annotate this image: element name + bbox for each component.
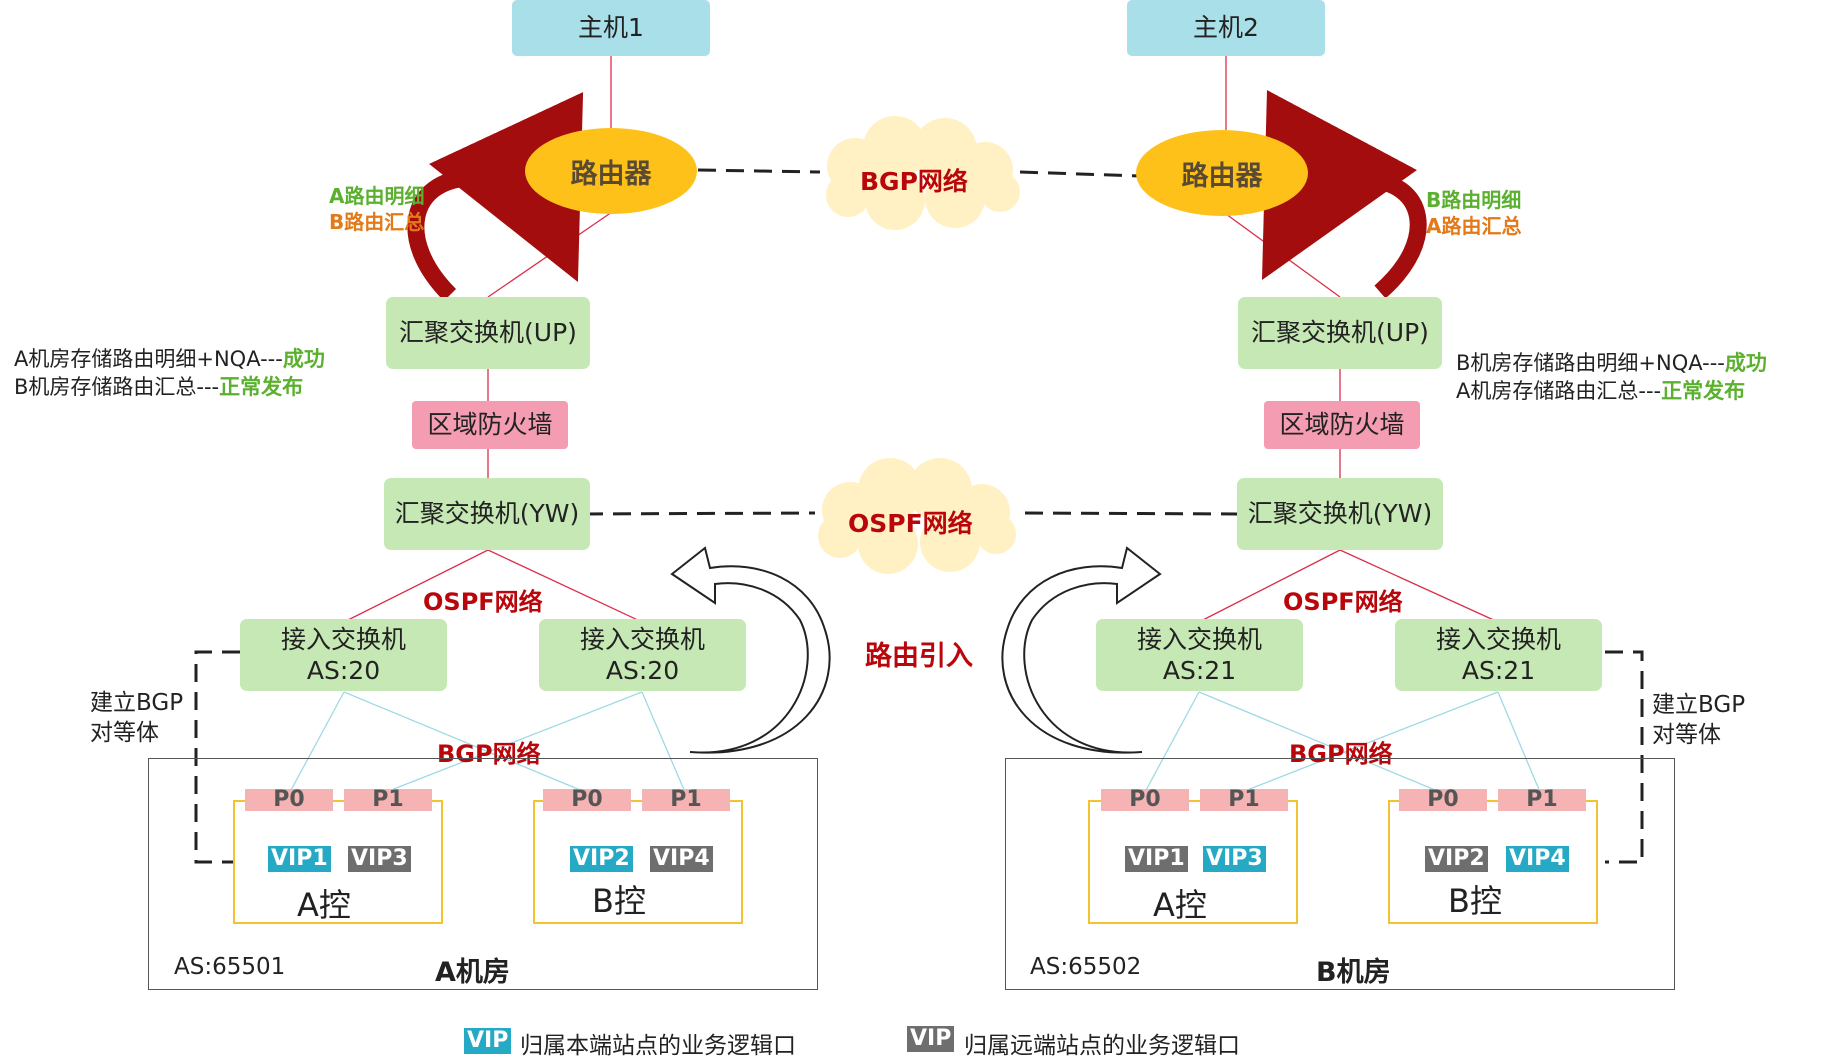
legend-local-badge: VIP bbox=[464, 1028, 512, 1054]
vip1-room-b: VIP1 bbox=[1125, 846, 1188, 872]
port-p0-a-ctrl-b: P0 bbox=[543, 787, 631, 812]
bgp-network-label-right: BGP网络 bbox=[1289, 740, 1393, 768]
bgp-peer-label-left: 建立BGP 对等体 bbox=[90, 690, 184, 746]
vip4-room-a: VIP4 bbox=[650, 846, 713, 872]
port-p0-b-ctrl-a: P0 bbox=[1101, 787, 1189, 812]
vip2-room-a: VIP2 bbox=[570, 846, 633, 872]
ctrl-label-b-room-a: B控 bbox=[592, 882, 646, 920]
dashed-links bbox=[194, 168, 1644, 864]
bgp-network-label-left: BGP网络 bbox=[437, 740, 541, 768]
bgp-peer-label-right: 建立BGP 对等体 bbox=[1652, 692, 1746, 748]
controller-a-room-b bbox=[1088, 800, 1298, 924]
room-b-as: AS:65502 bbox=[1030, 954, 1142, 980]
access-switch-a2-title: 接入交换机 bbox=[579, 624, 705, 654]
ctrl-label-a-room-a: A控 bbox=[297, 886, 351, 924]
route-import-arrow-right bbox=[1001, 546, 1162, 754]
room-b-name: B机房 bbox=[1316, 957, 1391, 988]
port-p1-a-ctrl-b: P1 bbox=[642, 787, 730, 812]
vip2-room-b: VIP2 bbox=[1425, 846, 1488, 872]
status-left-line1: A机房存储路由明细+NQA---成功 bbox=[14, 347, 325, 371]
controller-a-room-a bbox=[233, 800, 443, 924]
room-b bbox=[1005, 758, 1675, 990]
blue-links bbox=[289, 691, 1541, 793]
bgp-network-label-top: BGP网络 bbox=[860, 167, 968, 196]
legend-remote-text: 归属远端站点的业务逻辑口 bbox=[964, 1033, 1240, 1059]
legend-local-text: 归属本端站点的业务逻辑口 bbox=[520, 1033, 796, 1059]
curved-arrow-right bbox=[1261, 89, 1427, 299]
router-left: 路由器 bbox=[525, 128, 697, 214]
host-1: 主机1 bbox=[512, 0, 710, 56]
port-p1-a-ctrl-a: P1 bbox=[344, 787, 432, 812]
firewall-left: 区域防火墙 bbox=[412, 401, 568, 449]
red-links bbox=[343, 56, 1499, 623]
access-switch-a2: 接入交换机 AS:20 bbox=[539, 619, 746, 691]
firewall-right: 区域防火墙 bbox=[1264, 401, 1420, 449]
status-right-line2: A机房存储路由汇总---正常发布 bbox=[1456, 379, 1746, 403]
access-switch-b1: 接入交换机 AS:21 bbox=[1096, 619, 1303, 691]
access-switch-a1-title: 接入交换机 bbox=[280, 624, 406, 654]
ospf-network-label-right: OSPF网络 bbox=[1283, 588, 1403, 616]
port-p0-b-ctrl-b: P0 bbox=[1399, 787, 1487, 812]
bgp-cloud bbox=[826, 116, 1020, 230]
access-switch-a1: 接入交换机 AS:20 bbox=[240, 619, 447, 691]
access-switch-b2-as: AS:21 bbox=[1461, 656, 1536, 685]
access-switch-a1-as: AS:20 bbox=[306, 656, 381, 685]
access-switch-b1-as: AS:21 bbox=[1162, 656, 1237, 685]
controller-b-room-b bbox=[1388, 800, 1598, 924]
vip1-room-a: VIP1 bbox=[268, 846, 331, 872]
router-note-right-line2: A路由汇总 bbox=[1426, 214, 1522, 238]
agg-switch-up-left: 汇聚交换机(UP) bbox=[386, 297, 590, 369]
router-right: 路由器 bbox=[1136, 130, 1308, 216]
agg-switch-yw-left: 汇聚交换机(YW) bbox=[384, 478, 590, 550]
port-p1-b-ctrl-a: P1 bbox=[1200, 787, 1288, 812]
access-switch-b1-title: 接入交换机 bbox=[1136, 624, 1262, 654]
status-left-line2: B机房存储路由汇总---正常发布 bbox=[14, 375, 304, 399]
agg-switch-yw-right: 汇聚交换机(YW) bbox=[1237, 478, 1443, 550]
router-note-left-line1: A路由明细 bbox=[329, 184, 425, 208]
ctrl-label-b-room-b: B控 bbox=[1448, 882, 1502, 920]
room-a bbox=[148, 758, 818, 990]
access-switch-a2-as: AS:20 bbox=[605, 656, 680, 685]
legend-remote-badge: VIP bbox=[907, 1026, 955, 1052]
router-note-right-line1: B路由明细 bbox=[1426, 188, 1522, 212]
access-switch-b2: 接入交换机 AS:21 bbox=[1395, 619, 1602, 691]
host-2: 主机2 bbox=[1127, 0, 1325, 56]
router-note-left-line2: B路由汇总 bbox=[329, 210, 425, 234]
port-p1-b-ctrl-b: P1 bbox=[1498, 787, 1586, 812]
ospf-cloud bbox=[818, 458, 1016, 574]
agg-switch-up-right: 汇聚交换机(UP) bbox=[1238, 297, 1442, 369]
port-p0-a-ctrl-a: P0 bbox=[245, 787, 333, 812]
vip3-room-a: VIP3 bbox=[348, 846, 411, 872]
access-switch-b2-title: 接入交换机 bbox=[1435, 624, 1561, 654]
ospf-network-label-mid: OSPF网络 bbox=[848, 509, 973, 538]
route-import-label: 路由引入 bbox=[865, 641, 973, 672]
status-right-line1: B机房存储路由明细+NQA---成功 bbox=[1456, 351, 1767, 375]
route-import-arrow-left bbox=[670, 546, 831, 754]
vip3-room-b: VIP3 bbox=[1203, 846, 1266, 872]
ctrl-label-a-room-b: A控 bbox=[1153, 886, 1207, 924]
curved-arrow-left bbox=[407, 91, 583, 302]
controller-b-room-a bbox=[533, 800, 743, 924]
room-a-as: AS:65501 bbox=[174, 954, 286, 980]
room-a-name: A机房 bbox=[435, 957, 510, 988]
ospf-network-label-left: OSPF网络 bbox=[423, 588, 543, 616]
vip4-room-b: VIP4 bbox=[1506, 846, 1569, 872]
